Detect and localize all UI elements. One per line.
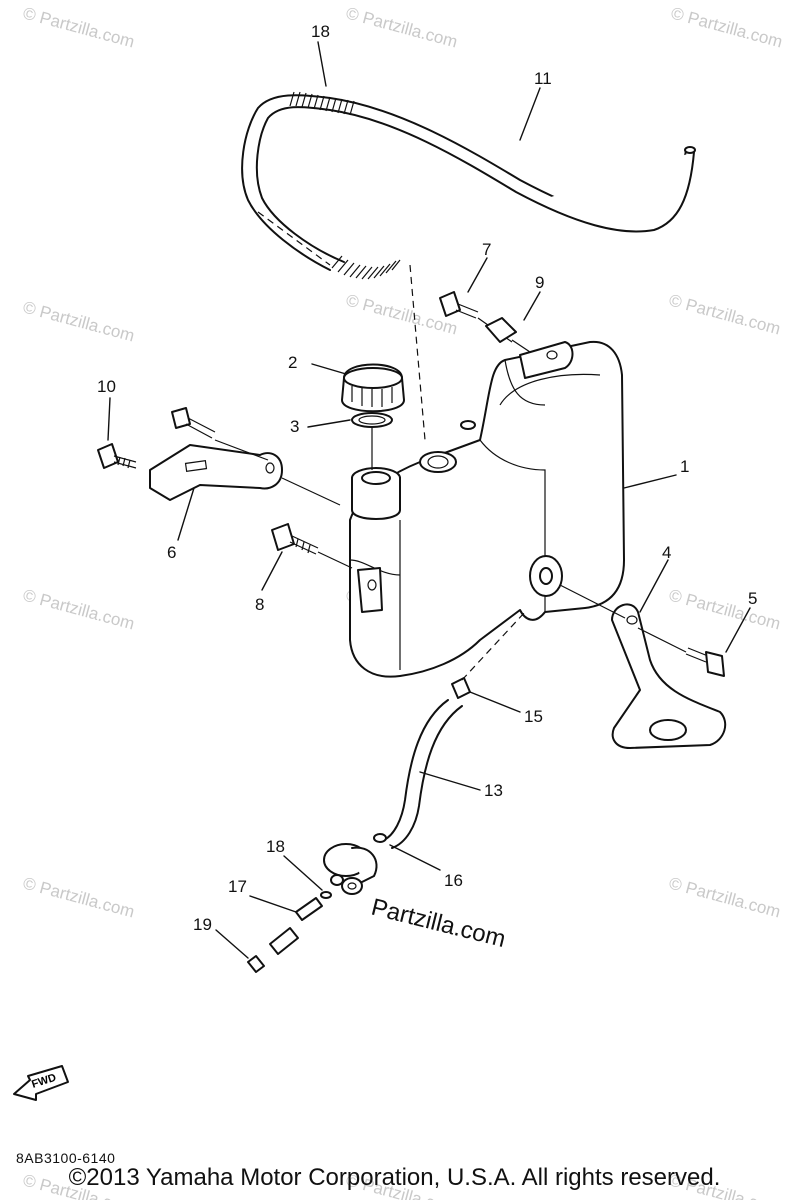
clamp-19 [247, 955, 265, 973]
oil-hose [383, 699, 463, 849]
watermark: © Partzilla.com [667, 291, 783, 339]
bracket-left [149, 444, 283, 501]
callout-8: 8 [255, 595, 264, 614]
watermark: © Partzilla.com [344, 4, 460, 52]
cap-gasket [351, 412, 393, 428]
callout-2: 2 [288, 353, 297, 372]
callout-7: 7 [482, 240, 491, 259]
callout-numbers: 18 11 7 9 2 3 1 10 6 8 4 5 15 13 16 18 1… [97, 22, 757, 934]
fwd-arrow-icon: FWD [13, 1065, 69, 1101]
oil-tank [349, 340, 625, 678]
callout-13: 13 [484, 781, 503, 800]
bracket-right [611, 603, 727, 749]
callout-15: 15 [524, 707, 543, 726]
callout-17: 17 [228, 877, 247, 896]
bolt-6a [171, 407, 216, 439]
callout-19: 19 [193, 915, 212, 934]
callout-1: 1 [680, 457, 689, 476]
callout-5: 5 [748, 589, 757, 608]
bolt-7 [439, 291, 479, 319]
callout-6: 6 [167, 543, 176, 562]
callout-10: 10 [97, 377, 116, 396]
pipe-lower [269, 927, 299, 955]
watermark: © Partzilla.com [669, 4, 785, 52]
bolt-8 [271, 523, 319, 555]
callout-4: 4 [662, 543, 671, 562]
o-ring-16 [373, 833, 387, 843]
copyright-notice: ©2013 Yamaha Motor Corporation, U.S.A. A… [68, 1164, 721, 1191]
callout-18: 18 [266, 837, 285, 856]
callout-16: 16 [444, 871, 463, 890]
watermark: © Partzilla.com [21, 874, 137, 922]
collar-9 [485, 317, 517, 343]
clip-15 [451, 677, 471, 699]
bolt-10 [97, 443, 137, 469]
watermark: © Partzilla.com [667, 874, 783, 922]
callout-12: 18 [311, 22, 330, 41]
watermark: © Partzilla.com [21, 298, 137, 346]
watermark: © Partzilla.com [21, 586, 137, 634]
pipe-17 [295, 897, 323, 921]
watermark: © Partzilla.com [21, 4, 137, 52]
clip-18 [320, 891, 332, 899]
tank-cap [341, 363, 405, 413]
watermark: © Partzilla.com [667, 586, 783, 634]
partzilla-brand-mark: Partzilla.com [369, 894, 509, 953]
leader-lines [107, 41, 751, 959]
callout-9: 9 [535, 273, 544, 292]
oil-pump-valve [323, 843, 378, 895]
callout-3: 3 [290, 417, 299, 436]
document-code: 8AB3100-6140 [16, 1150, 116, 1166]
callout-11: 11 [534, 69, 552, 88]
breather-hose [241, 91, 696, 441]
bolt-5 [685, 647, 725, 677]
